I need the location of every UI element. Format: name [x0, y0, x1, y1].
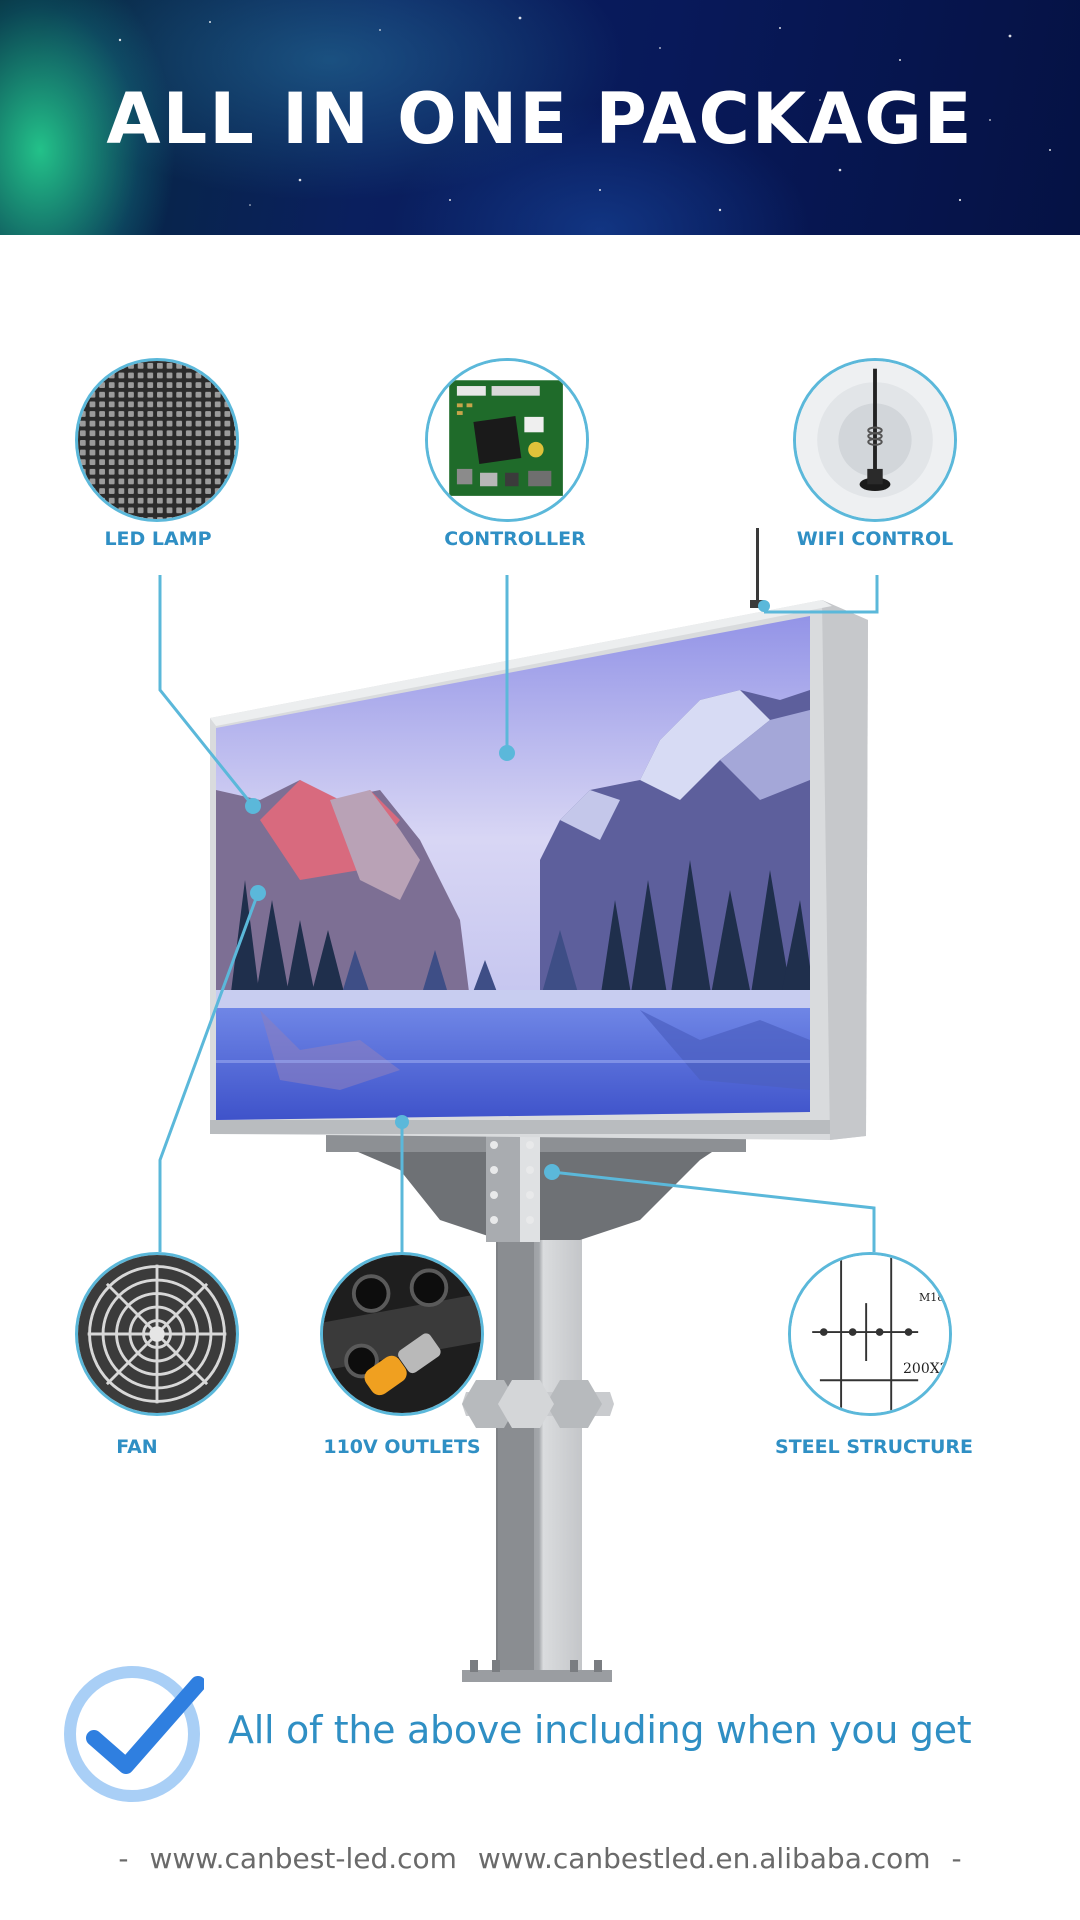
footer-links: - www.canbest-led.com www.canbestled.en.…	[0, 1842, 1080, 1875]
steel-structure-label: STEEL STRUCTURE	[775, 1436, 973, 1458]
led-lamp-callout-line	[158, 575, 255, 807]
circuit-board-icon	[425, 358, 589, 522]
outlets-label: 110V OUTLETS	[323, 1436, 481, 1458]
fan-icon	[75, 1252, 239, 1416]
steel-callout-line	[551, 1170, 876, 1252]
footer-separator-right: -	[951, 1842, 962, 1875]
controller-label: CONTROLLER	[444, 528, 586, 550]
steel-structure-icon: M18 200X2	[788, 1252, 952, 1416]
wifi-callout-line	[764, 575, 879, 614]
support-pole	[326, 1130, 746, 1682]
led-lamp-label: LED LAMP	[104, 528, 212, 550]
page-title: ALL IN ONE PACKAGE	[106, 78, 974, 160]
footer-separator-left: -	[118, 1842, 129, 1875]
starfield-background	[118, 16, 1051, 212]
tagline: All of the above including when you get	[228, 1708, 972, 1752]
alibaba-store-link[interactable]: www.canbestled.en.alibaba.com	[477, 1842, 931, 1875]
steel-dimension-spec: 200X2	[903, 1361, 949, 1377]
wifi-control-label: WIFI CONTROL	[796, 528, 954, 550]
website-link[interactable]: www.canbest-led.com	[149, 1842, 457, 1875]
checkmark-icon	[64, 1666, 204, 1802]
header-banner: ALL IN ONE PACKAGE	[0, 0, 1080, 235]
screen-landscape-image	[216, 616, 810, 1120]
callout-dots	[245, 600, 770, 1180]
led-module-icon	[75, 358, 239, 522]
fan-label: FAN	[116, 1436, 158, 1458]
billboard-antenna	[750, 528, 764, 608]
power-outlet-icon	[320, 1252, 484, 1416]
antenna-icon	[793, 358, 957, 522]
callout-lines	[158, 575, 879, 1252]
fan-callout-line	[158, 892, 260, 1252]
steel-bolt-spec: M18	[919, 1291, 945, 1304]
